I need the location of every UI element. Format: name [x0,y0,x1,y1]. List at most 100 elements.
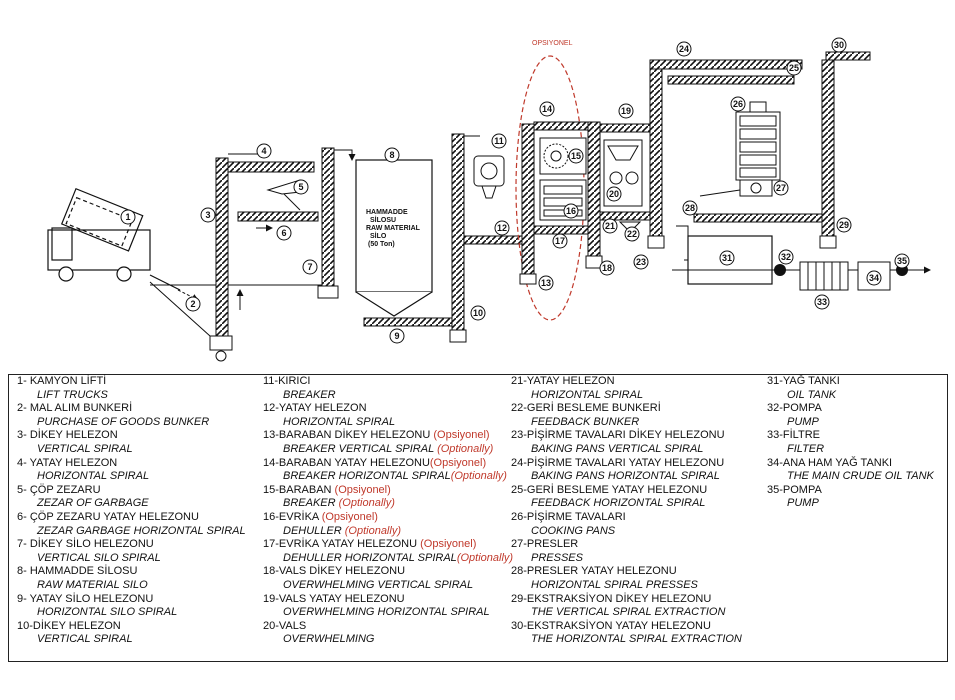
callout-circle-15 [568,148,584,164]
legend-entry-english-text: BAKING PANS HORIZONTAL SPIRAL [531,470,720,483]
callout-circle-9 [389,328,405,344]
legend-entry-turkish: 33-FİLTRE [767,429,934,443]
callout-circle-10 [470,305,486,321]
legend-entry-english-text: OVERWHELMING [283,633,375,646]
legend-entry-turkish: 32-POMPA [767,402,934,416]
callout-circle-11 [491,133,507,149]
legend-entry-english-text: ZEZAR GARBAGE HORIZONTAL SPIRAL [37,524,246,537]
legend-entry-turkish-text: 19-VALS YATAY HELEZONU [263,592,405,605]
legend-entry-turkish: 11-KIRICI [263,375,513,389]
legend-entry-english: ZEZAR OF GARBAGE [17,497,246,511]
legend-entry-turkish-text: 7- DİKEY SİLO HELEZONU [17,538,154,551]
legend-entry-english: BREAKER [263,389,513,403]
dehuller-horizontal-spiral-17 [533,225,591,235]
legend-entry-turkish: 21-YATAY HELEZON [511,375,742,389]
callout-number-5: 5 [298,182,303,192]
legend-entry-english-text: BREAKER [283,497,336,510]
legend-entry-english: THE VERTICAL SPIRAL EXTRACTION [511,606,742,620]
legend-entry-english: DEHULLER (Optionally) [263,525,513,539]
callout-number-24: 24 [679,44,689,54]
legend-entry-english-text: RAW MATERIAL SILO [37,578,148,591]
legend-entry-turkish: 14-BARABAN YATAY HELEZONU(Opsiyonel) [263,457,513,471]
legend-entry-turkish: 13-BARABAN DİKEY HELEZONU (Opsiyonel) [263,429,513,443]
callout-number-23: 23 [636,257,646,267]
legend-entry-english: HORIZONTAL SPIRAL [263,416,513,430]
legend-entry-turkish-text: 3- DİKEY HELEZON [17,429,118,442]
callout-number-9: 9 [394,331,399,341]
legend-entry-turkish: 1- KAMYON LİFTİ [17,375,246,389]
legend-entry-english-text: DEHULLER [283,524,342,537]
legend-entry-english-text: LIFT TRUCKS [37,388,108,401]
callout-number-32: 32 [781,252,791,262]
legend-entry-english-text: VERTICAL SPIRAL [37,442,133,455]
legend-entry-optional-en: (Optionally) [434,442,494,455]
breaker-horizontal-spiral-14 [533,121,589,131]
legend-entry-turkish-text: 21-YATAY HELEZON [511,375,615,387]
callout-circle-26 [730,96,746,112]
callout-number-17: 17 [555,236,565,246]
legend-entry: 17-EVRİKA YATAY HELEZONU (Opsiyonel)DEHU… [263,538,513,565]
legend-entry-english-text: ZEZAR OF GARBAGE [37,497,149,510]
legend-entry: 14-BARABAN YATAY HELEZONU(Opsiyonel)BREA… [263,457,513,484]
process-flow-diagram: HAMMADDE SİLOSU RAW MATERIAL SİLO (50 To… [47,37,931,362]
callout-circle-13 [538,275,554,291]
legend-entry-english: FEEDBACK BUNKER [511,416,742,430]
silo-label-line-4: SİLO [370,232,387,240]
callout-number-14: 14 [542,104,552,114]
legend-entry-english: BREAKER HORIZONTAL SPIRAL(Optionally) [263,470,513,484]
legend-entry-english-text: OVERWHELMING VERTICAL SPIRAL [283,578,474,591]
legend-entry-english: BREAKER (Optionally) [263,497,513,511]
callout-number-26: 26 [733,99,743,109]
legend-entry: 11-KIRICI BREAKER [263,375,513,402]
callout-circle-24 [676,41,692,57]
purchase-bunker [149,281,214,337]
horizontal-spiral-12 [463,235,523,245]
callout-number-34: 34 [869,273,879,283]
callout-circle-6 [276,225,292,241]
callout-circle-2 [185,296,201,312]
legend-entry-english: VERTICAL SPIRAL [17,633,246,647]
lift-truck [47,187,181,291]
legend-entry-english: OVERWHELMING VERTICAL SPIRAL [263,579,513,593]
legend-entry-english: COOKING PANS [511,525,742,539]
silo-label-line-1: HAMMADDE [366,209,408,216]
legend-entry-turkish-text: 11-KIRICI [263,375,311,387]
breaker-11 [473,155,505,199]
legend-entry-english-text: PUMP [787,415,819,428]
legend-entry-english: ZEZAR GARBAGE HORIZONTAL SPIRAL [17,525,246,539]
legend-entry-english-text: PUMP [787,497,819,510]
callout-circle-32 [778,249,794,265]
callout-circle-31 [719,250,735,266]
legend-entry-turkish-text: 15-BARABAN [263,483,332,496]
callout-number-10: 10 [473,308,483,318]
legend-entry-english-text: BREAKER VERTICAL SPIRAL [283,442,435,455]
legend-entry-english-text: HORIZONTAL SILO SPIRAL [37,606,178,619]
legend-entry-turkish: 24-PİŞİRME TAVALARI YATAY HELEZONU [511,457,742,471]
presses-27 [699,179,773,197]
legend-entry-optional-en: (Optionally) [341,524,401,537]
legend-entry-turkish-text: 14-BARABAN YATAY HELEZONU [263,456,430,469]
legend-entry-turkish: 30-EKSTRAKSİYON YATAY HELEZONU [511,620,742,634]
legend-entry-turkish-text: 20-VALS [263,619,307,632]
legend-entry-english-text: HORIZONTAL SPIRAL PRESSES [531,578,698,591]
legend-entry-english-text: THE MAIN CRUDE OIL TANK [787,470,934,483]
legend-entry-turkish-text: 33-FİLTRE [767,429,820,442]
callout-circle-23 [633,254,649,270]
legend-entry-english-text: HORIZONTAL SPIRAL [37,470,150,483]
cooking-pans-26 [735,101,781,181]
legend-entry-turkish-text: 25-GERİ BESLEME YATAY HELEZONU [511,483,708,496]
callout-number-13: 13 [541,278,551,288]
